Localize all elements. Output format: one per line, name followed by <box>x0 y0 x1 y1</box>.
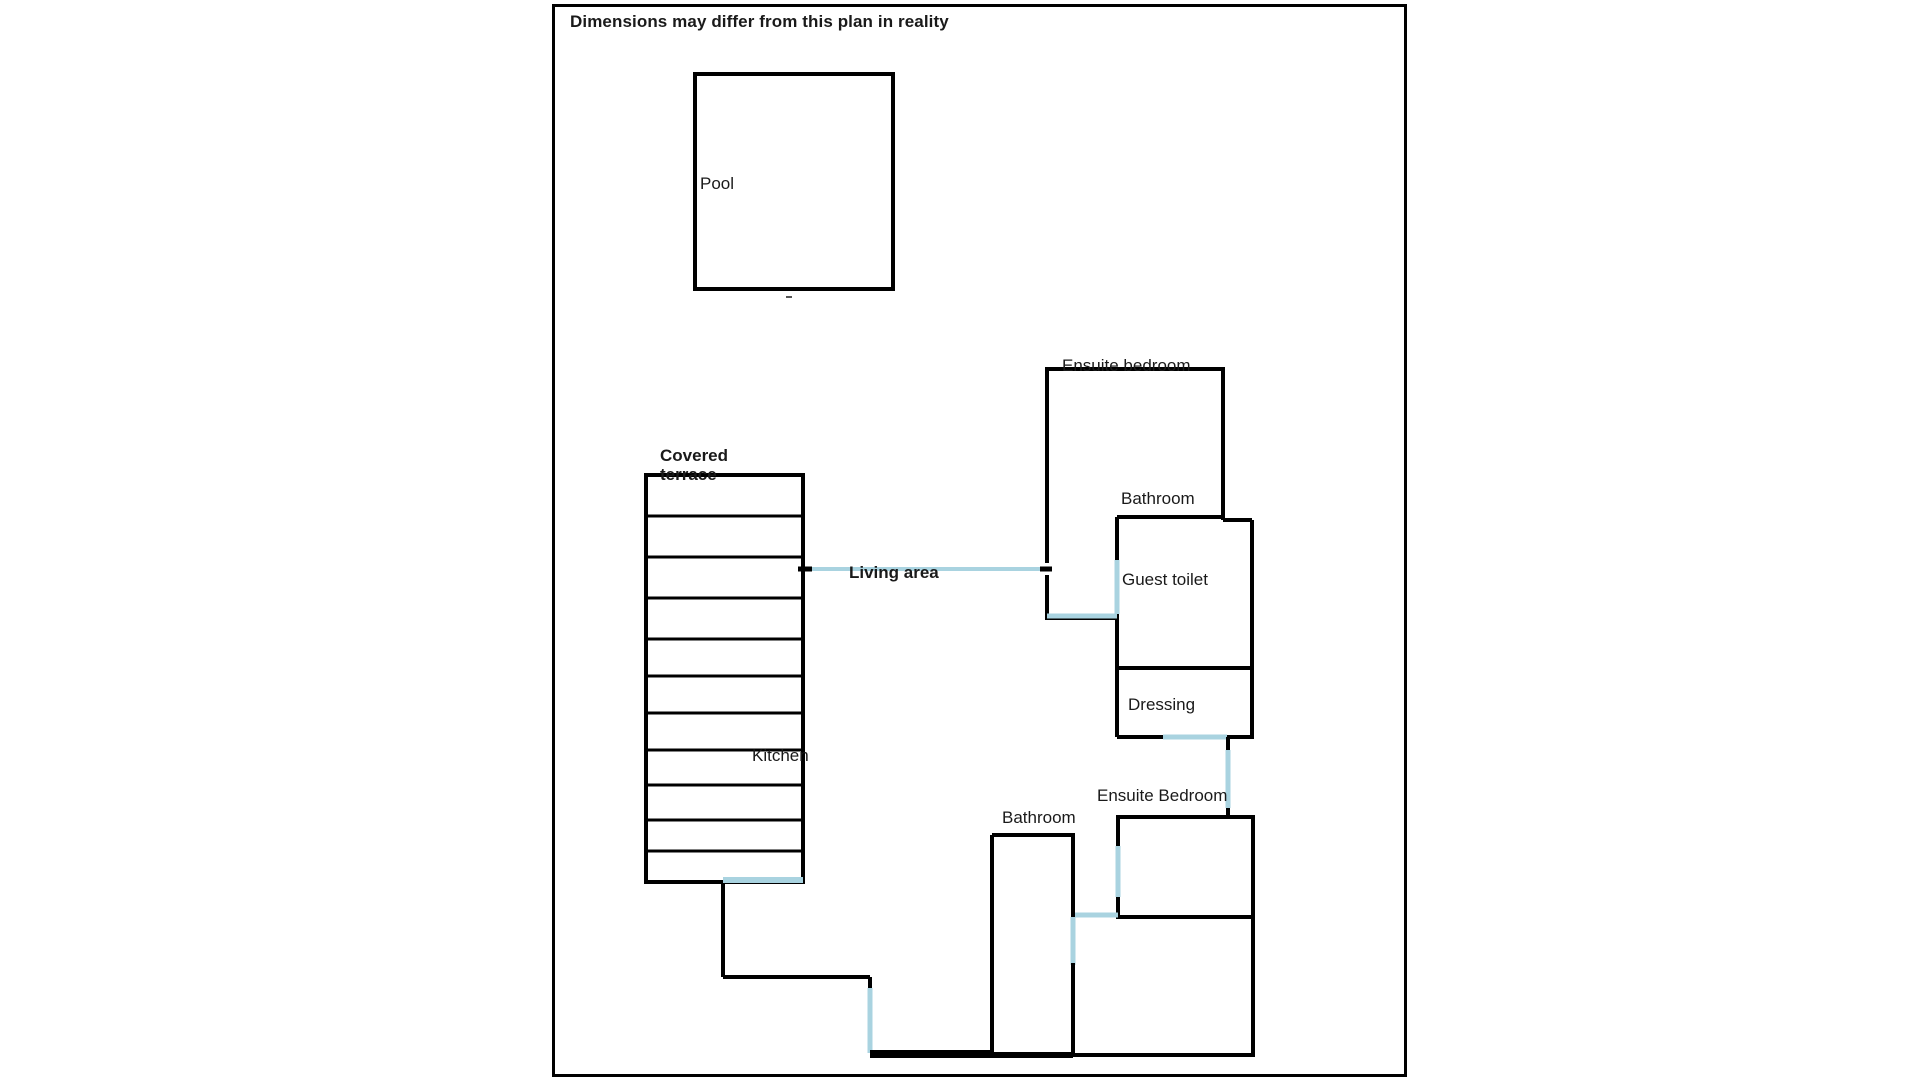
ensuite-bedroom-bottom-walls <box>1073 917 1255 1057</box>
room-label-pool: Pool <box>700 174 735 193</box>
room-label-living-area: Living area <box>849 563 939 582</box>
bathroom-top-door-openings <box>1047 560 1120 619</box>
plan-note: Dimensions may differ from this plan in … <box>570 12 949 31</box>
bathroom-bottom-walls <box>870 833 1075 1056</box>
room-label-guest-toilet: Guest toilet <box>1122 570 1208 589</box>
room-label-ensuite-bedroom-bottom: Ensuite Bedroom <box>1097 786 1228 805</box>
kitchen-walls <box>646 880 1073 1058</box>
room-label-covered-terrace-line1: Covered <box>660 446 729 465</box>
room-label-bathroom-top: Bathroom <box>1121 489 1195 508</box>
bathroom-top-walls <box>1115 517 1254 670</box>
room-label-ensuite-bedroom-top: Ensuite bedroom <box>1062 356 1191 375</box>
ensuite-bedroom-bottom-door-opening <box>1070 912 1118 965</box>
room-label-bathroom-bottom: Bathroom <box>1002 808 1076 827</box>
room-label-dressing: Dressing <box>1128 695 1196 714</box>
room-label-covered-terrace-line2: terrace <box>660 465 717 484</box>
covered-terrace-outline <box>644 473 805 884</box>
pool-outline <box>693 72 895 298</box>
dressing-walls <box>1116 815 1255 919</box>
room-label-kitchen: Kitchen <box>752 746 809 765</box>
